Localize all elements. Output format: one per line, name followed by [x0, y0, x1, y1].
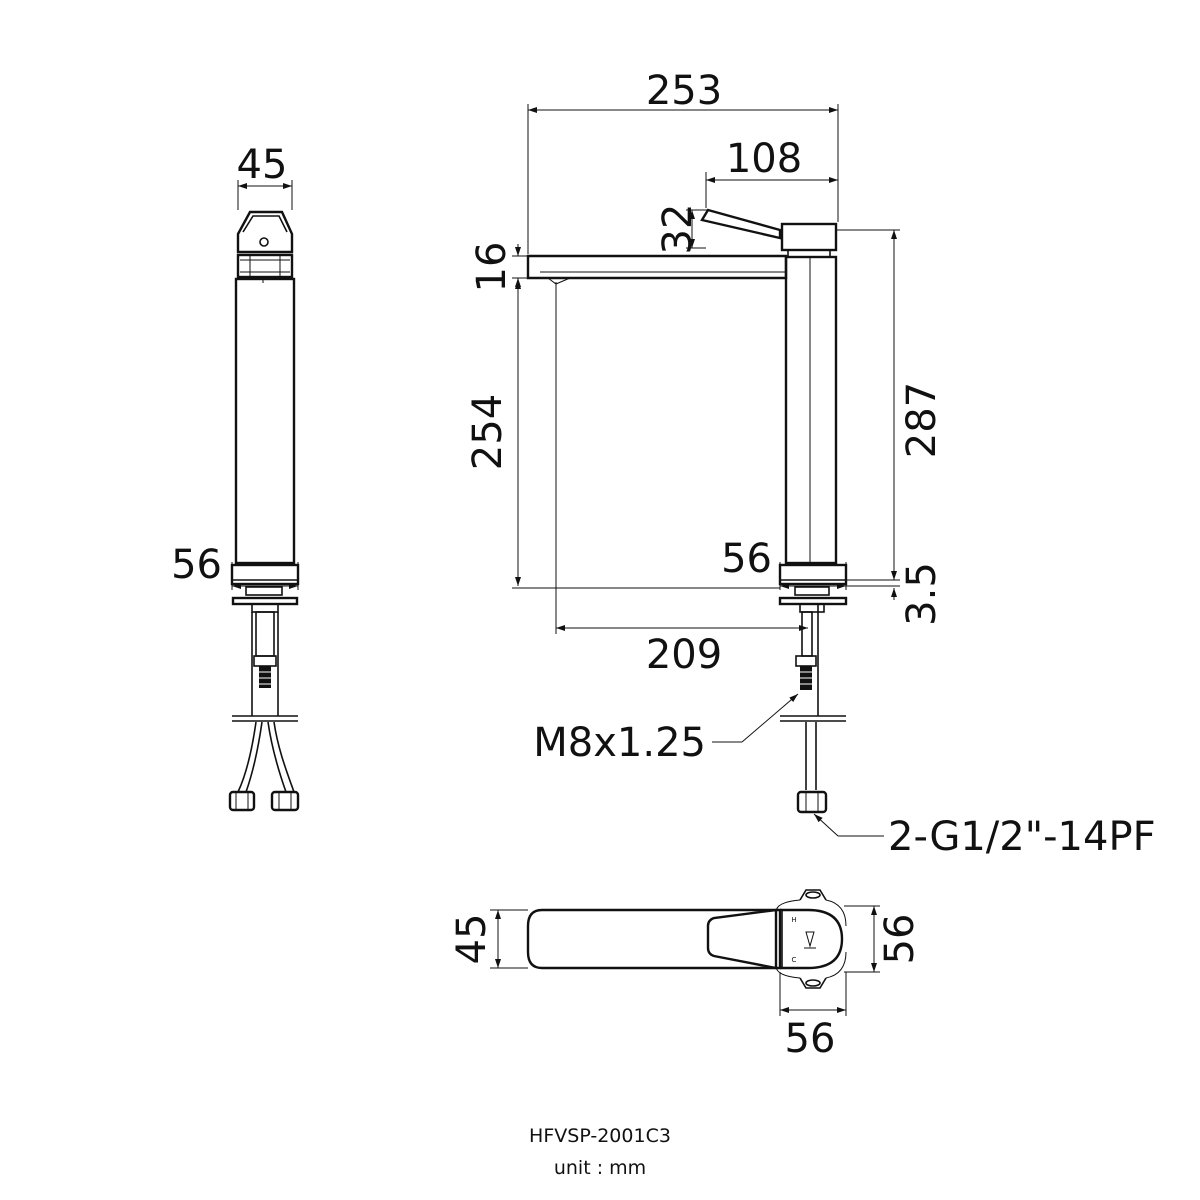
dim-handle-height-label: 32: [655, 204, 701, 255]
dim-spout-clearance: 254: [465, 280, 780, 589]
dim-spout-thickness: 16: [469, 242, 528, 293]
dim-top-spout-width-label: 45: [449, 914, 495, 965]
top-spout: [526, 908, 782, 970]
dim-base-plate-label: 3.5: [899, 562, 945, 626]
dim-overall-width: 253: [527, 68, 839, 254]
dim-top-spout-width: 45: [449, 909, 528, 969]
callout-hose-connection-label: 2-G1/2"-14PF: [888, 814, 1156, 860]
front-handle: [700, 208, 838, 258]
side-hoses: [228, 612, 300, 812]
dim-side-base-width-label: 56: [171, 542, 222, 588]
dim-spout-thickness-label: 16: [469, 242, 515, 293]
side-view: 45 56: [171, 142, 300, 812]
dim-total-height: 287: [836, 229, 945, 587]
dim-base-plate: 3.5: [891, 562, 945, 626]
dim-top-base-depth: 56: [844, 905, 923, 973]
dim-front-base-width-label: 56: [721, 536, 772, 582]
front-view: 253 108 32 16 254: [465, 68, 1156, 860]
dim-spout-reach-label: 209: [646, 632, 722, 678]
dim-front-base-width: 56: [721, 536, 847, 590]
front-body: [784, 255, 838, 565]
dim-overall-width-label: 253: [646, 68, 722, 114]
top-cold-mark: C: [792, 956, 797, 964]
dim-side-top-width-label: 45: [237, 142, 288, 188]
front-mounting-hardware: [778, 586, 848, 814]
side-body: [234, 277, 296, 565]
dim-handle-width-label: 108: [726, 136, 802, 182]
dim-total-height-label: 287: [899, 382, 945, 458]
dim-side-base-width: 56: [171, 542, 299, 590]
dim-top-base-width: 56: [779, 972, 847, 1062]
callout-hose-connection: 2-G1/2"-14PF: [813, 813, 1156, 860]
callout-stud-thread: M8x1.25: [533, 693, 799, 766]
dim-spout-reach: 209: [555, 282, 808, 678]
side-mounting-hardware: [231, 586, 299, 688]
model-number: HFVSP-2001C3: [529, 1125, 671, 1147]
front-spout: [526, 254, 788, 285]
top-base: [775, 889, 847, 989]
side-handle: [236, 210, 294, 254]
dim-top-base-width-label: 56: [785, 1016, 836, 1062]
dim-side-top-width: 45: [237, 142, 293, 210]
unit-label: unit : mm: [554, 1157, 646, 1179]
callout-stud-thread-label: M8x1.25: [533, 720, 706, 766]
side-base-plate: [230, 563, 300, 586]
dim-top-base-depth-label: 56: [877, 914, 923, 965]
dim-handle-width: 108: [705, 136, 838, 208]
front-base-plate: [778, 563, 848, 586]
dim-spout-clearance-label: 254: [465, 394, 511, 470]
top-view: H C 45 56 56: [449, 889, 923, 1062]
top-hot-mark: H: [791, 916, 796, 924]
dim-handle-height: 32: [655, 204, 708, 255]
top-handle: [706, 908, 778, 970]
side-collar: [236, 253, 294, 279]
brand-logo-icon: [804, 931, 816, 949]
